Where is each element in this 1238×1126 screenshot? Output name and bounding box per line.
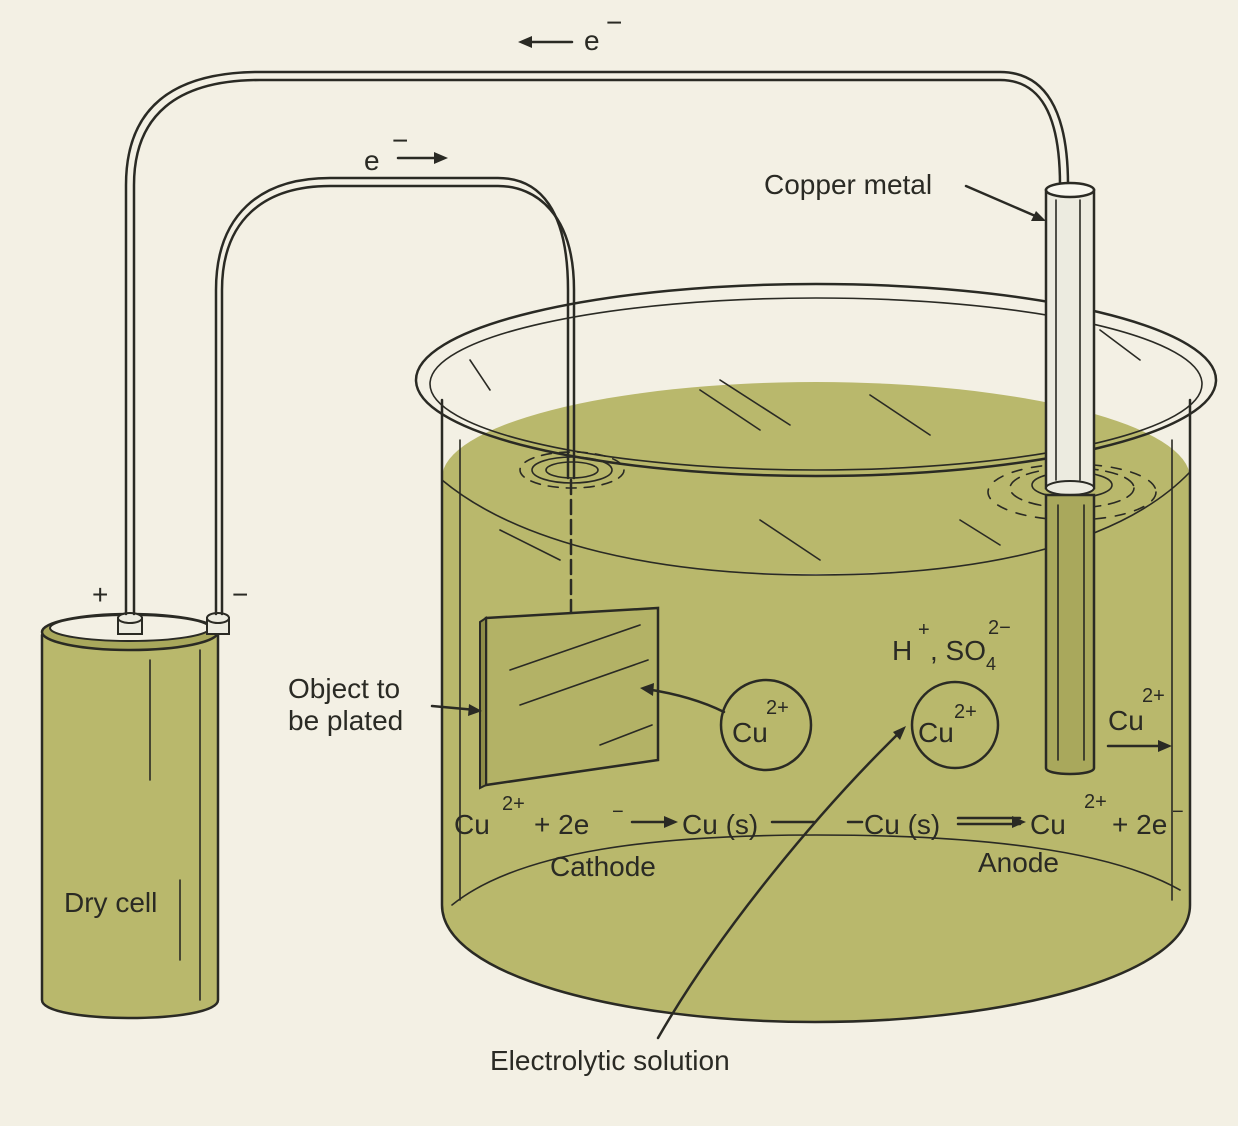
dry-cell-label: Dry cell: [64, 887, 157, 918]
cu-ion-cathode-charge: 2+: [766, 697, 789, 719]
cathode-eq-charge: 2+: [502, 793, 525, 815]
electrolyte-surface: [442, 382, 1190, 574]
electron-inner-label: e: [364, 145, 380, 176]
anode-eq-reactant: Cu (s): [864, 809, 940, 840]
cathode-eq-cu: Cu: [454, 809, 490, 840]
cu-ion-circle-cathode: [719, 678, 813, 772]
cathode-eq-rest: + 2e: [534, 809, 589, 840]
beaker-wall: [440, 398, 1192, 1024]
ions-h-charge: +: [918, 619, 930, 641]
copper-metal-label: Copper metal: [764, 169, 932, 200]
beaker-rim: [414, 282, 1218, 478]
electron-top-charge: −: [606, 7, 622, 38]
arrows: [396, 36, 1172, 1040]
cu-ion-center-charge: 2+: [954, 701, 977, 723]
ions-so-charge: 2−: [988, 617, 1011, 639]
dry-cell: [40, 612, 230, 1020]
object-label-line2: be plated: [288, 705, 403, 736]
electron-top-label: e: [584, 25, 600, 56]
anode-eq-charge: 2+: [1084, 791, 1107, 813]
beaker-rim-inner: [429, 297, 1203, 471]
cu-ion-cathode-label: Cu: [732, 717, 768, 748]
cu-ion-anode-label: Cu: [1108, 705, 1144, 736]
cu-ion-center-label: Cu: [918, 717, 954, 748]
positive-terminal: [117, 612, 143, 635]
wire-to-cathode: [214, 176, 570, 616]
labels: e − e − Copper metal + − Object to be pl…: [64, 7, 1184, 1076]
wire-to-anode: [124, 70, 1070, 616]
ions-so-sub: 4: [986, 654, 996, 674]
copper-rod: [1044, 181, 1096, 776]
object-label-line1: Object to: [288, 673, 400, 704]
cu-ion-anode-charge: 2+: [1142, 685, 1165, 707]
minus-label: −: [232, 579, 248, 610]
electron-inner-charge: −: [392, 125, 408, 156]
electrolyte-body: [442, 470, 1190, 1022]
cu-ion-circle-center: [910, 680, 1000, 770]
cathode-label: Cathode: [550, 851, 656, 882]
beaker: [414, 282, 1218, 1024]
anode-eq-rest: + 2e: [1112, 809, 1167, 840]
anode-label: Anode: [978, 847, 1059, 878]
ions-h: H: [892, 635, 912, 666]
plus-label: +: [92, 579, 108, 610]
cathode-eq-e-charge: −: [612, 801, 624, 823]
anode-eq-cu: Cu: [1030, 809, 1066, 840]
cathode-eq-product: Cu (s): [682, 809, 758, 840]
cathode-plate: [479, 606, 660, 790]
electrolytic-solution-label: Electrolytic solution: [490, 1045, 730, 1076]
negative-terminal: [206, 612, 230, 635]
anode-eq-e-charge: −: [1172, 801, 1184, 823]
ions-so: , SO: [930, 635, 986, 666]
